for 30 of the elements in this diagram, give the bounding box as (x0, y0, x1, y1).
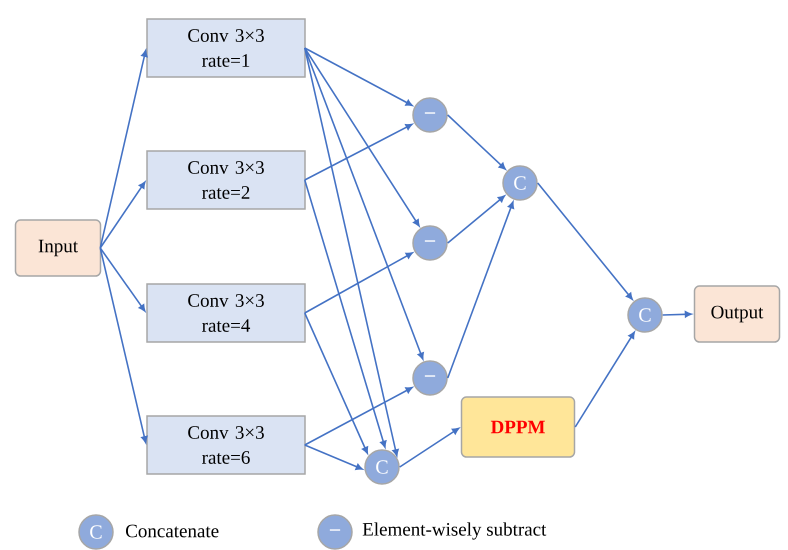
arrow (447, 201, 514, 378)
conv-box: Conv 3×3 rate=1 (146, 18, 306, 78)
terminal-box: Input (14, 219, 102, 277)
arrow (304, 48, 420, 226)
arrow (304, 48, 399, 456)
arrow (99, 248, 148, 444)
arrow (447, 114, 506, 170)
arrow (304, 444, 363, 470)
conv-box: Conv 3×3 rate=6 (146, 415, 306, 475)
arrow (304, 180, 386, 448)
arrow (99, 50, 148, 248)
arrow (304, 47, 413, 106)
arrow (662, 311, 692, 318)
arrow (447, 195, 505, 244)
legend-label: Element-wisely subtract (362, 522, 546, 540)
arrow (304, 252, 413, 314)
arrow (399, 428, 460, 468)
conv-box: Conv 3×3 rate=2 (146, 150, 306, 210)
arrow (304, 312, 368, 454)
arrow (574, 332, 635, 428)
terminal-box: Output (694, 285, 780, 343)
arrow (304, 386, 413, 446)
arrow (537, 182, 633, 300)
conv-box: Conv 3×3 rate=4 (146, 283, 306, 343)
arrow (100, 182, 146, 248)
dppm-box: DPPM (460, 396, 576, 458)
arrow (100, 248, 146, 312)
arrow (304, 48, 424, 360)
legend-label: Concatenate (126, 524, 218, 538)
arrow (304, 124, 413, 181)
